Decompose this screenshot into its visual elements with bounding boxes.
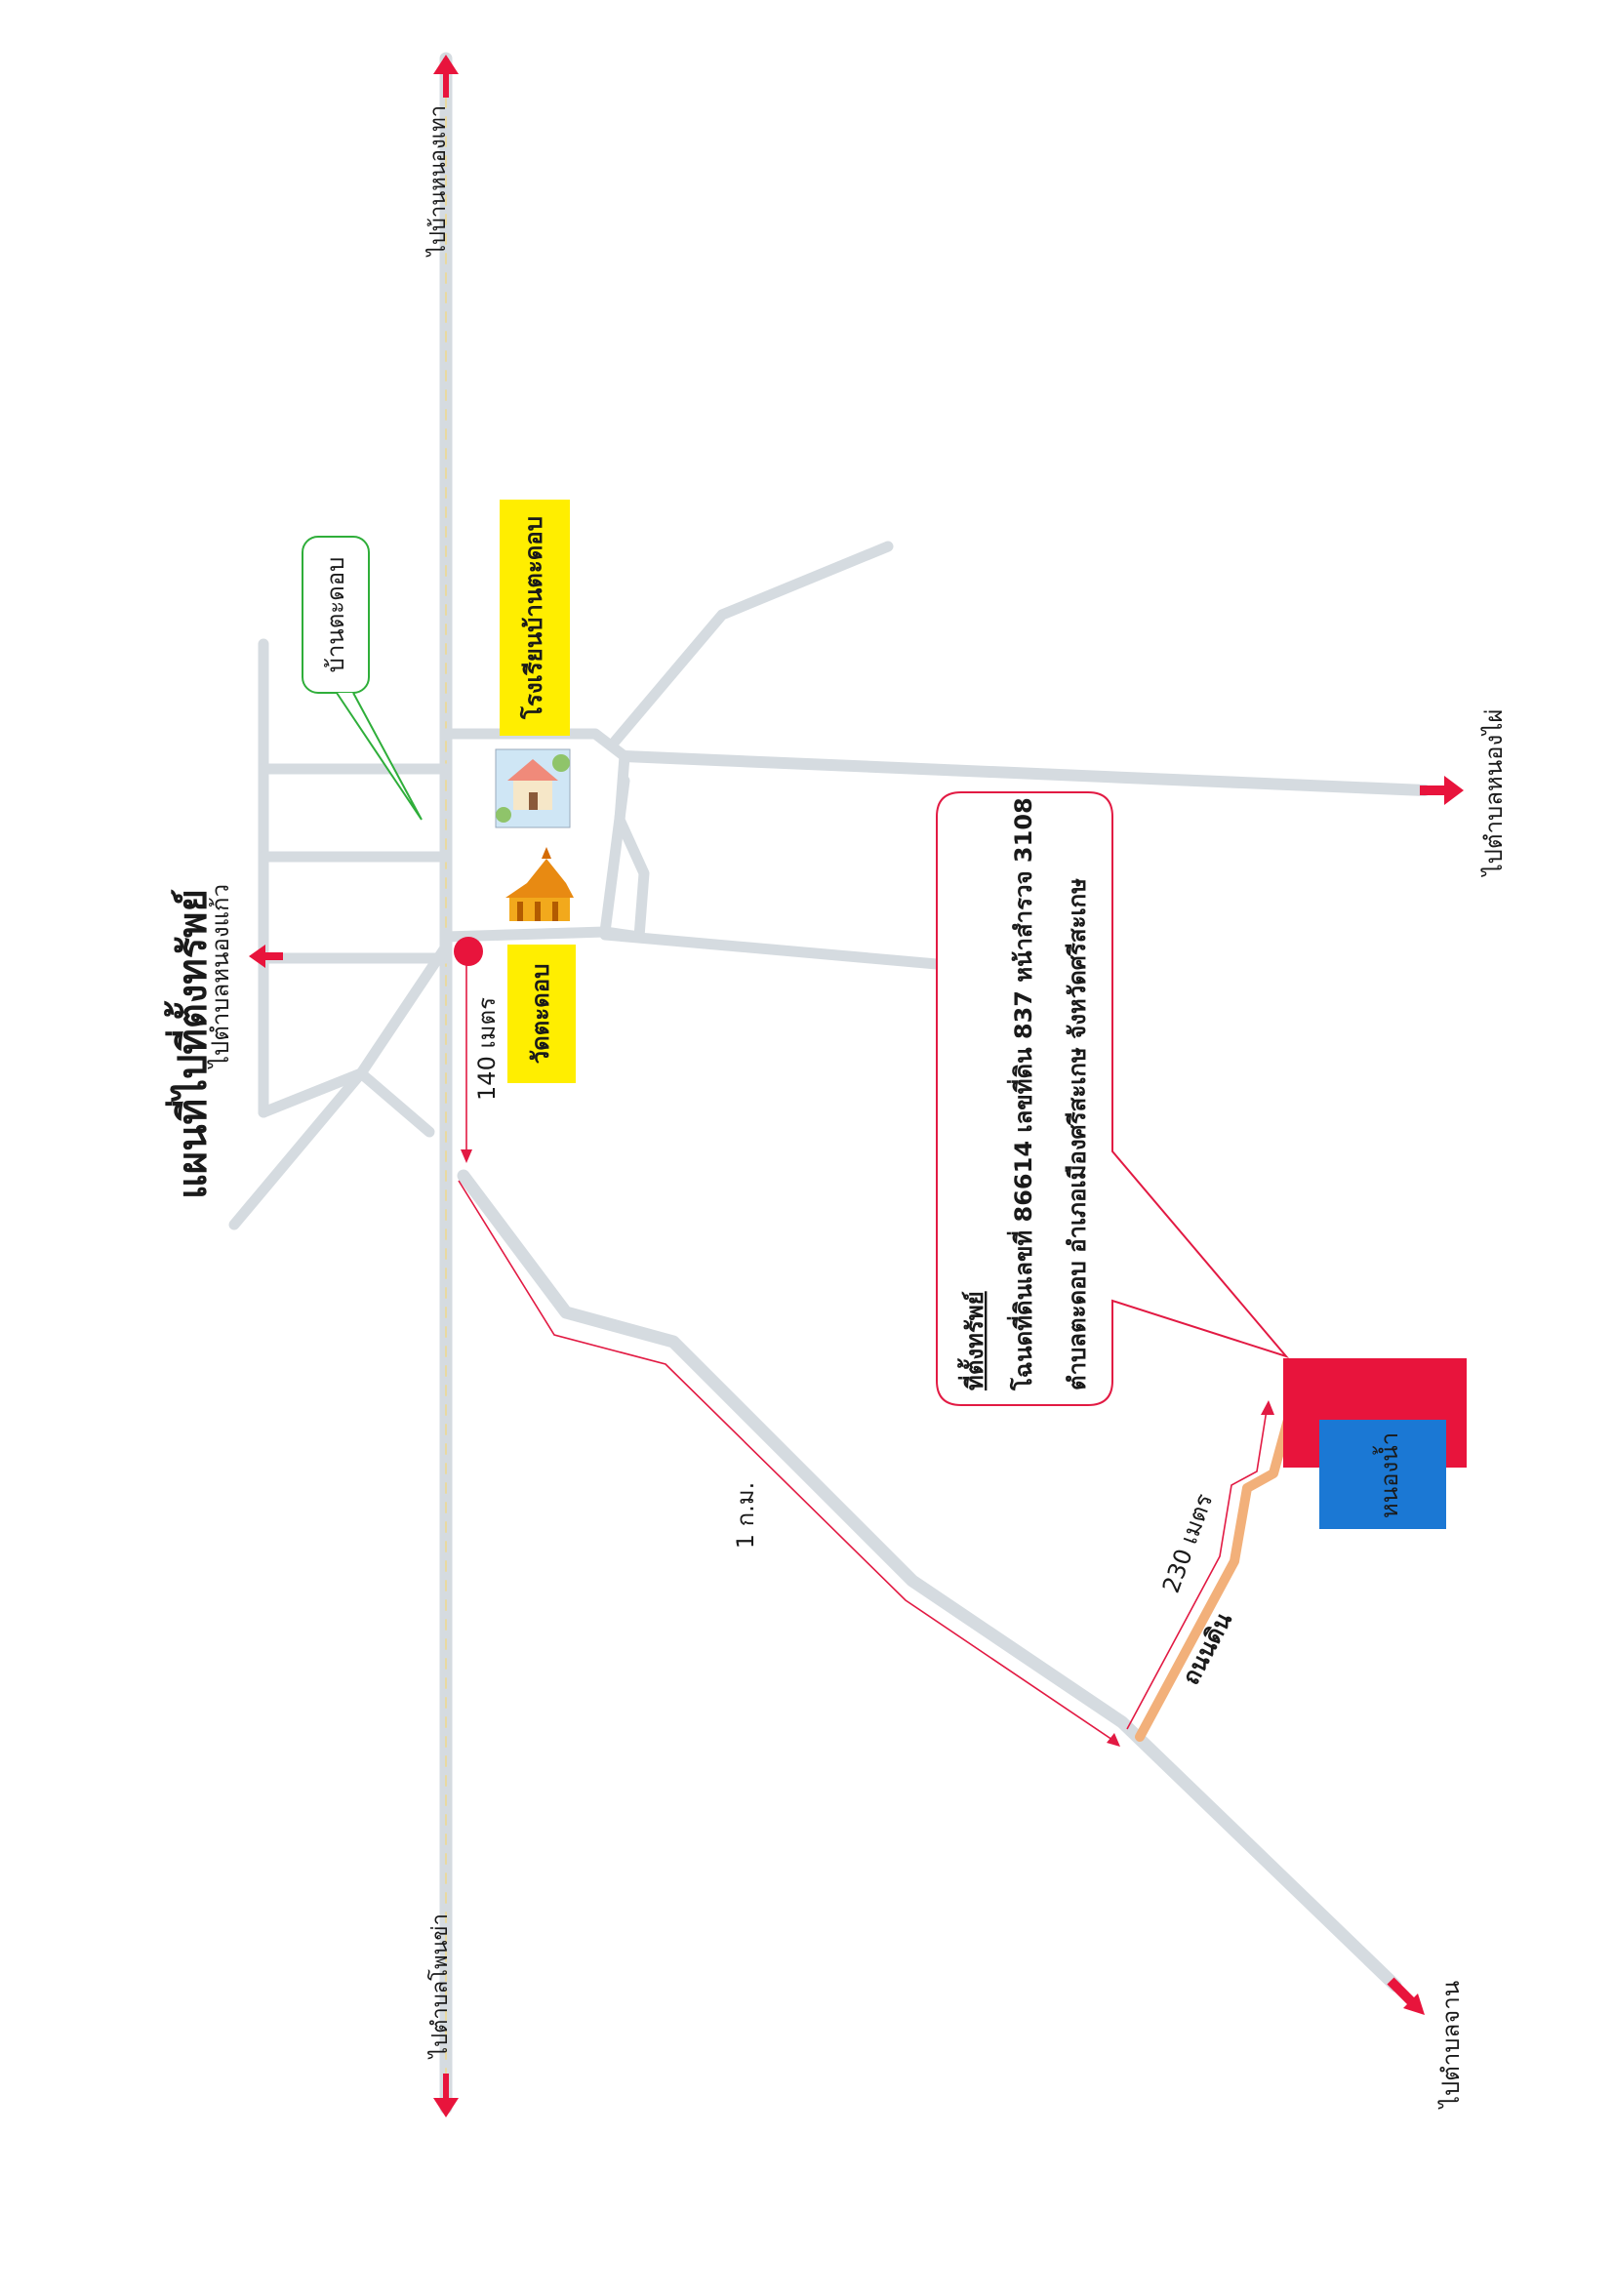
village-callout-label: บ้านตะดอบ	[322, 557, 349, 673]
school-label-box	[500, 500, 570, 736]
distance-lines	[458, 945, 1274, 1747]
road-northeast	[609, 541, 894, 747]
distance-arrowhead-230	[1261, 1400, 1274, 1415]
property-info-heading: ที่ตั้งทรัพย์	[956, 1291, 989, 1390]
school-label: โรงเรียนบ้านตะดอบ	[519, 516, 547, 720]
location-pin-icon	[454, 937, 483, 966]
village-road-h4	[258, 1067, 367, 1118]
pond-label: หนองน้ำ	[1372, 1432, 1403, 1518]
school-icon	[495, 748, 571, 828]
village-road-diag-nw	[355, 941, 452, 1079]
direction-label-jan: ไปตำบลจาน	[1437, 1981, 1465, 2110]
direction-label-nongkai: ไปตำบลหนองไผ่	[1480, 709, 1508, 878]
road-east-temple	[599, 929, 943, 970]
direction-arrows	[249, 55, 1464, 2117]
village-callout	[302, 536, 423, 821]
distance-line-230	[1126, 1409, 1268, 1730]
distance-label-230: 230 เมตร	[1157, 1490, 1219, 1596]
arrow-north-icon	[433, 55, 459, 98]
distance-arrowhead-140	[461, 1149, 472, 1163]
village-road-diag-sw	[228, 1067, 367, 1230]
temple-label-box	[507, 945, 576, 1083]
distance-arrowhead-1km	[1107, 1733, 1120, 1747]
distance-label-1km: 1 ก.ม.	[732, 1482, 759, 1550]
arrow-nongkai-icon	[1420, 776, 1464, 805]
arrow-south-icon	[433, 2074, 459, 2117]
road-network	[228, 52, 1431, 2115]
temple-label: วัดตะดอบ	[527, 964, 554, 1065]
arrow-jan-icon	[1387, 1977, 1425, 2015]
pond	[1319, 1420, 1446, 1529]
distance-label-140: 140 เมตร	[473, 997, 501, 1101]
direction-label-south: ไปตำบลโพนข่า	[427, 1913, 453, 2060]
property-plot-tab	[1442, 1358, 1467, 1468]
road-to-nongkai	[619, 750, 1431, 796]
road-to-jan	[457, 1169, 1402, 1993]
property-info-line2: ตำบลตะดอบ อำเภอเมืองศรีสะเกษ จังหวัดศรีส…	[1064, 878, 1091, 1390]
dirt-road	[1135, 1415, 1293, 1742]
arrow-nongkaeo-icon	[249, 945, 283, 968]
direction-label-north: ไปบ้านหนองเทา	[425, 105, 451, 258]
village-road-spur	[355, 1067, 435, 1138]
direction-label-nongkaeo: ไปตำบลหนองแก้ว	[207, 884, 234, 1069]
property-info-line1: โฉนดที่ดินเลขที่ 86614 เลขที่ดิน 837 หน้…	[1006, 797, 1037, 1391]
loop-inner-road	[599, 775, 630, 938]
property-info-callout	[936, 791, 1290, 1406]
temple-icon	[505, 847, 574, 921]
map-title: แผนที่ไปที่ตั้งทรัพย์	[164, 889, 216, 1199]
distance-line-1km	[458, 1180, 1113, 1741]
